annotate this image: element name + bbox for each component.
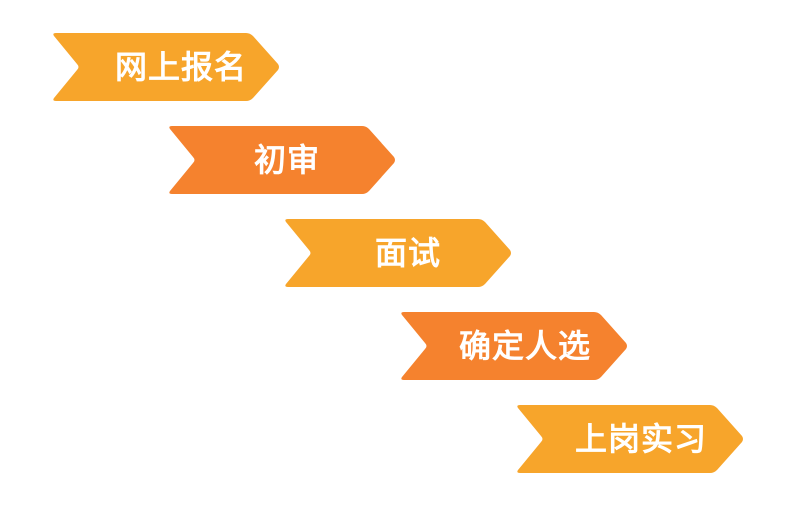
chevron-fill	[517, 405, 743, 473]
chevron-fill	[169, 126, 395, 194]
chevron-arrow-shape	[285, 219, 511, 287]
chevron-fill	[285, 219, 511, 287]
step-label: 上岗实习	[574, 420, 707, 458]
chevron-arrow-shape	[401, 312, 627, 380]
chevron-arrow-shape	[169, 126, 395, 194]
step-label: 确定人选	[458, 327, 591, 365]
step-online-registration: 网上报名	[52, 33, 280, 101]
step-label: 初审	[253, 141, 320, 179]
step-label: 网上报名	[114, 48, 247, 86]
step-initial-review: 初审	[168, 126, 396, 194]
chevron-arrow-shape	[53, 33, 280, 101]
step-interview: 面试	[284, 219, 512, 287]
step-internship-onboarding: 上岗实习	[516, 405, 744, 473]
step-candidate-selection: 确定人选	[400, 312, 628, 380]
chevron-fill	[401, 312, 627, 380]
step-label: 面试	[374, 234, 441, 272]
chevron-arrow-shape	[517, 405, 743, 473]
chevron-fill	[53, 33, 280, 101]
